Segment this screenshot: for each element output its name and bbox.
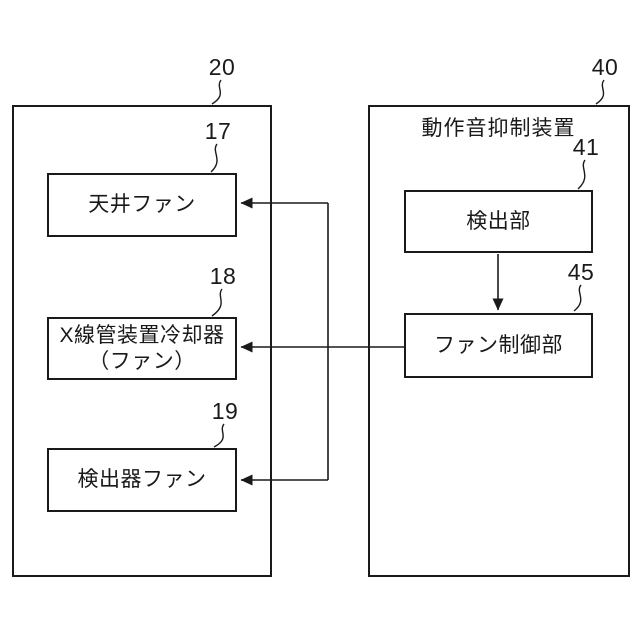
leader-squiggle-20 <box>211 79 222 105</box>
detection-unit-block: 検出部 <box>404 190 593 253</box>
leader-squiggle-40 <box>595 79 605 105</box>
ref-numeral-18: 18 <box>209 263 237 289</box>
ref-numeral-19: 19 <box>211 398 239 424</box>
xray-tube-cooler-block: X線管装置冷却器 （ファン） <box>47 317 237 380</box>
xray-tube-cooler-label-line2: （ファン） <box>88 349 196 373</box>
ref-numeral-40: 40 <box>591 54 619 80</box>
ref-numeral-45: 45 <box>567 259 595 285</box>
fan-control-unit-block: ファン制御部 <box>404 313 593 378</box>
detector-fan-block: 検出器ファン <box>47 448 237 512</box>
fan-control-unit-label: ファン制御部 <box>434 333 563 357</box>
ref-numeral-20: 20 <box>208 54 236 80</box>
suppressor-device-title: 動作音抑制装置 <box>421 117 576 140</box>
ceiling-fan-label: 天井ファン <box>88 193 196 216</box>
ceiling-fan-block: 天井ファン <box>47 173 237 237</box>
detection-unit-label: 検出部 <box>466 209 531 233</box>
xray-tube-cooler-label-line1: X線管装置冷却器 <box>59 323 225 347</box>
detector-fan-label: 検出器ファン <box>77 468 207 491</box>
ref-numeral-41: 41 <box>572 134 600 160</box>
ref-numeral-17: 17 <box>204 118 232 144</box>
